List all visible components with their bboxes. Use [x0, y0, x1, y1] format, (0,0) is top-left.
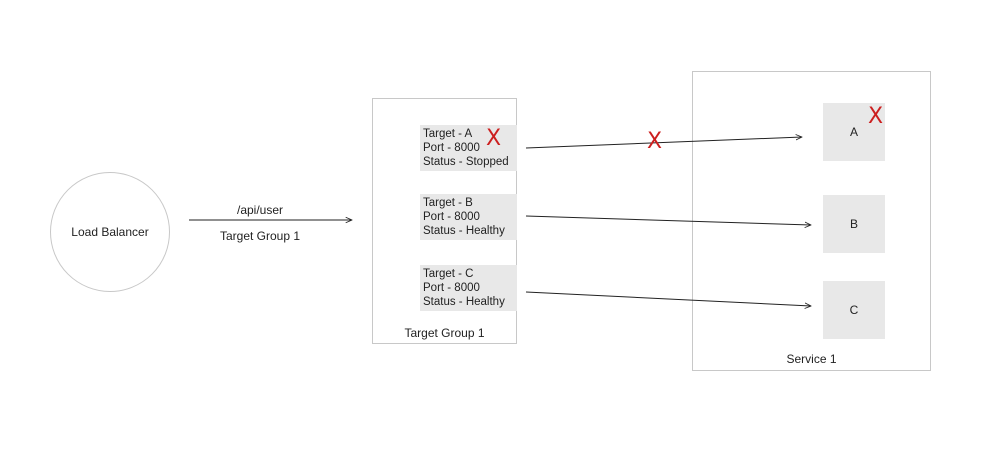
instance-c-box: C: [823, 281, 885, 339]
instance-label: B: [849, 217, 858, 231]
target-name: Target - C: [423, 268, 474, 280]
route-target-group-label: Target Group 1: [219, 229, 301, 243]
target-status: Status - Healthy: [423, 296, 505, 308]
instance-a-box: A: [823, 103, 885, 161]
instance-b-box: B: [823, 195, 885, 253]
target-group-label: Target Group 1: [404, 326, 485, 340]
target-port: Port - 8000: [423, 142, 480, 154]
target-a-to-instance-a-arrow: [525, 137, 802, 149]
service-label: Service 1: [786, 352, 837, 366]
target-port: Port - 8000: [423, 282, 480, 294]
target-a-failure-mark: X: [486, 126, 502, 151]
target-status: Status - Healthy: [423, 225, 505, 237]
target-c-to-instance-c-arrow: [525, 291, 811, 306]
target-a-box: Target - A Port - 8000 Status - Stopped: [420, 125, 517, 171]
route-path-label: /api/user: [236, 203, 284, 217]
instance-label: C: [849, 303, 859, 317]
target-name: Target - A: [423, 128, 473, 140]
instance-label: A: [849, 125, 858, 139]
target-b-box: Target - B Port - 8000 Status - Healthy: [420, 194, 517, 240]
load-balancer-label: Load Balancer: [71, 225, 149, 239]
connection-a-failure-mark: X: [647, 129, 663, 154]
load-balancer-node: Load Balancer: [50, 172, 170, 292]
target-c-box: Target - C Port - 8000 Status - Healthy: [420, 265, 517, 311]
instance-a-failure-mark: X: [868, 104, 884, 129]
target-status: Status - Stopped: [423, 156, 509, 168]
target-port: Port - 8000: [423, 211, 480, 223]
target-b-to-instance-b-arrow: [525, 215, 811, 225]
target-name: Target - B: [423, 197, 473, 209]
